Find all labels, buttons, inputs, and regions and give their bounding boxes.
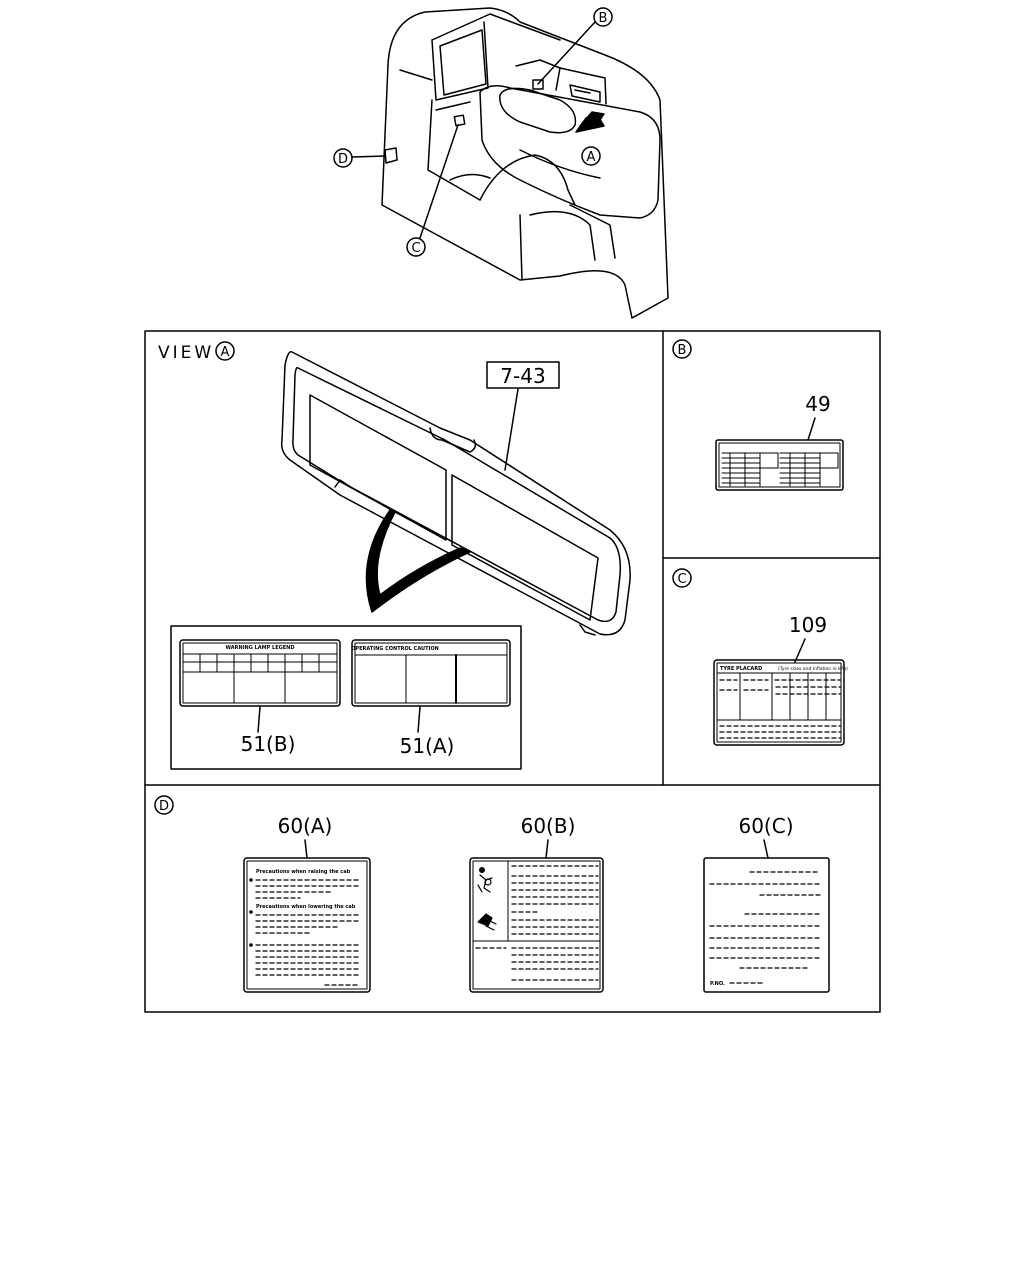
panel-c: C 109 TYRE PLACARD (Tyre sizes and infla… [672,568,848,746]
svg-text:TYRE PLACARD: TYRE PLACARD [720,666,762,672]
label-60c: 60(C) [738,814,793,838]
svg-text:B: B [678,343,687,358]
svg-text:D: D [338,152,348,167]
svg-text:D: D [159,799,169,814]
svg-text:A: A [587,150,596,165]
svg-text:WARNING LAMP LEGEND: WARNING LAMP LEGEND [226,645,295,651]
callout-b: B [537,7,613,85]
callout-c: C [406,124,459,257]
svg-text:Precautions when lowering the: Precautions when lowering the cab [256,904,356,910]
svg-text:OPERATING CONTROL CAUTION: OPERATING CONTROL CAUTION [351,646,439,652]
svg-text:P.NO.: P.NO. [710,981,725,987]
panel-frames [144,330,881,1013]
svg-text:7-43: 7-43 [500,364,545,388]
label-51b: 51(B) [241,732,296,756]
hand-pictogram-icon [477,913,497,931]
svg-text:C: C [677,572,686,587]
cab-interior-drawing [381,7,669,319]
curved-arrow [365,509,471,613]
sun-visor [280,351,631,636]
label-49-decal [715,439,844,491]
label-60b: 60(B) [521,814,576,838]
label-51a-decal: OPERATING CONTROL CAUTION [351,639,511,733]
panel-b: B 49 [672,339,844,491]
worker-pictogram-icon [477,867,493,893]
part-109: 109 [789,613,827,637]
label-51a: 51(A) [400,734,455,758]
label-109-decal: TYRE PLACARD (Tyre sizes and inflation i… [713,659,848,746]
svg-text:(Tyre sizes and inflation in k: (Tyre sizes and inflation in kPa) [778,666,848,672]
view-a-labels-box: WARNING LAMP LEGEND 51(B) OPERATING CON [170,625,522,770]
label-51b-decal: WARNING LAMP LEGEND [179,639,341,733]
part-49: 49 [805,392,830,416]
label-60b-decal [469,857,604,993]
svg-text:Precautions when raising the c: Precautions when raising the cab [256,869,351,875]
view-a-title: VIEW [158,343,214,363]
svg-text:B: B [599,11,608,26]
svg-text:C: C [411,241,420,256]
label-60c-decal: P.NO. [703,857,830,993]
label-60a: 60(A) [278,814,333,838]
part-ref-7-43: 7-43 [486,361,560,471]
panel-d: D 60(A) Precautions when raising the cab… [154,795,830,993]
callout-d: D [333,148,386,168]
view-a-panel: VIEW A 7-43 WARNING L [158,341,631,770]
svg-text:A: A [221,345,230,360]
callout-a: A [581,146,601,166]
label-60a-decal: Precautions when raising the cab Precaut… [243,857,371,993]
